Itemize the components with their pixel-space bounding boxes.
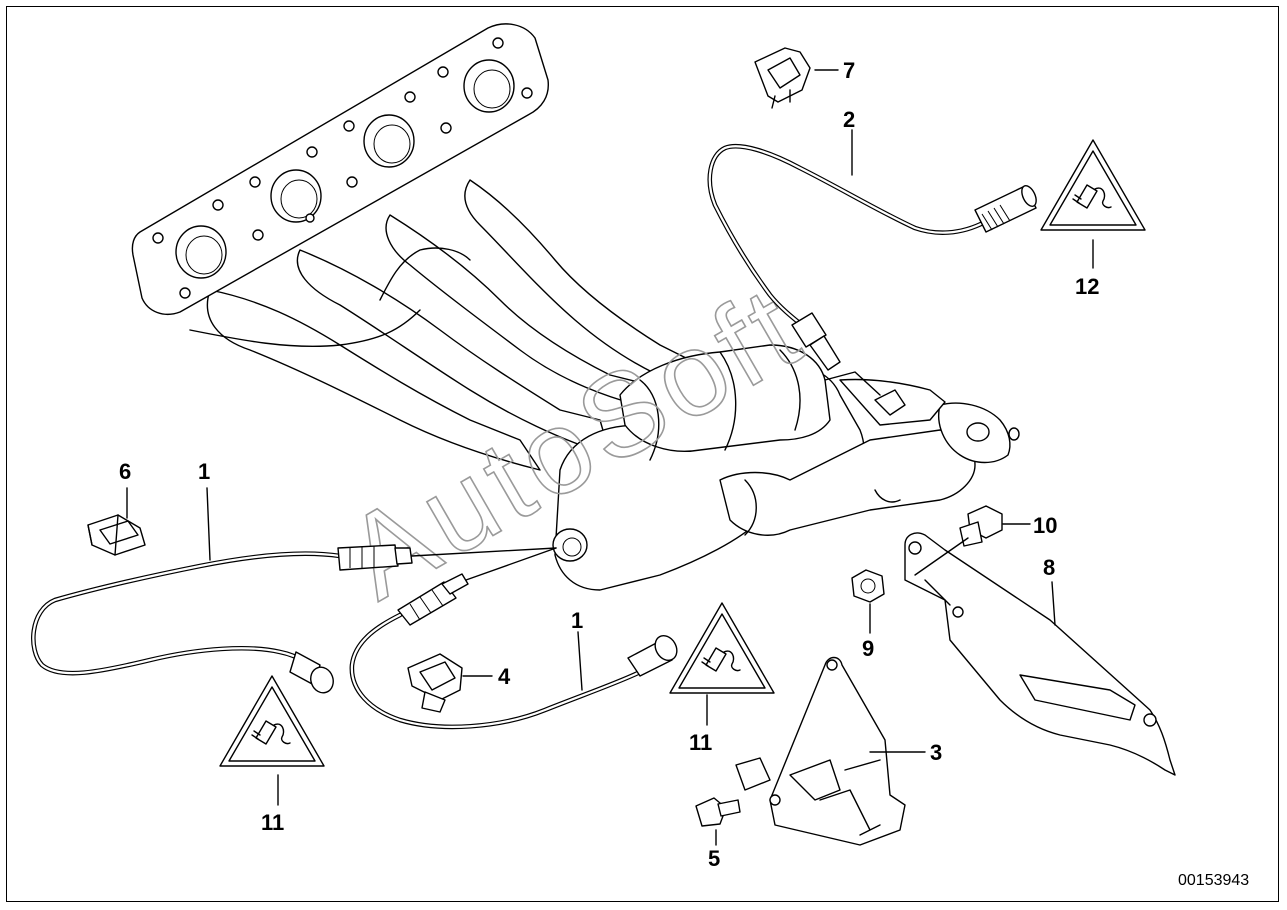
clip-part-6	[87, 514, 146, 556]
exhaust-manifold	[131, 23, 696, 471]
callout-1-left: 1	[198, 459, 210, 484]
callout-8: 8	[1043, 555, 1055, 580]
oxygen-sensor-upper	[707, 143, 1037, 371]
callout-3: 3	[930, 740, 942, 765]
document-number: 00153943	[1178, 872, 1249, 889]
callout-2: 2	[843, 107, 855, 132]
warning-triangle-12	[1040, 139, 1146, 231]
oxygen-sensor-right	[349, 547, 678, 730]
callout-4: 4	[498, 664, 511, 689]
heat-shield-part-8	[904, 532, 1176, 776]
callout-1-right: 1	[571, 608, 583, 633]
catalytic-converter	[552, 344, 1020, 591]
leader-lines	[126, 69, 1094, 846]
nut-part-9	[851, 569, 885, 603]
bolt-part-5	[695, 797, 741, 827]
callout-11-right: 11	[689, 730, 712, 755]
oxygen-sensor-left	[31, 544, 557, 694]
clip-part-7	[754, 47, 811, 109]
sensor-symbol-icon	[251, 720, 291, 745]
bracket-part-3	[735, 656, 906, 846]
callout-12: 12	[1075, 274, 1099, 299]
sensor-symbol-icon	[701, 647, 741, 672]
warning-triangle-11-right	[669, 602, 775, 694]
holder-part-4	[407, 653, 463, 713]
callout-9: 9	[862, 636, 874, 661]
callout-6: 6	[119, 459, 131, 484]
callout-11-left: 11	[261, 810, 284, 835]
sensor-symbol-icon	[1072, 184, 1112, 209]
callout-10: 10	[1033, 513, 1057, 538]
callouts: 7 2 12 6 1 10 8 1 9 4 11 3 11 5	[119, 58, 1099, 871]
diagram-frame	[6, 6, 1279, 902]
warning-triangle-11-left	[219, 675, 325, 767]
callout-5: 5	[708, 846, 720, 871]
callout-7: 7	[843, 58, 855, 83]
